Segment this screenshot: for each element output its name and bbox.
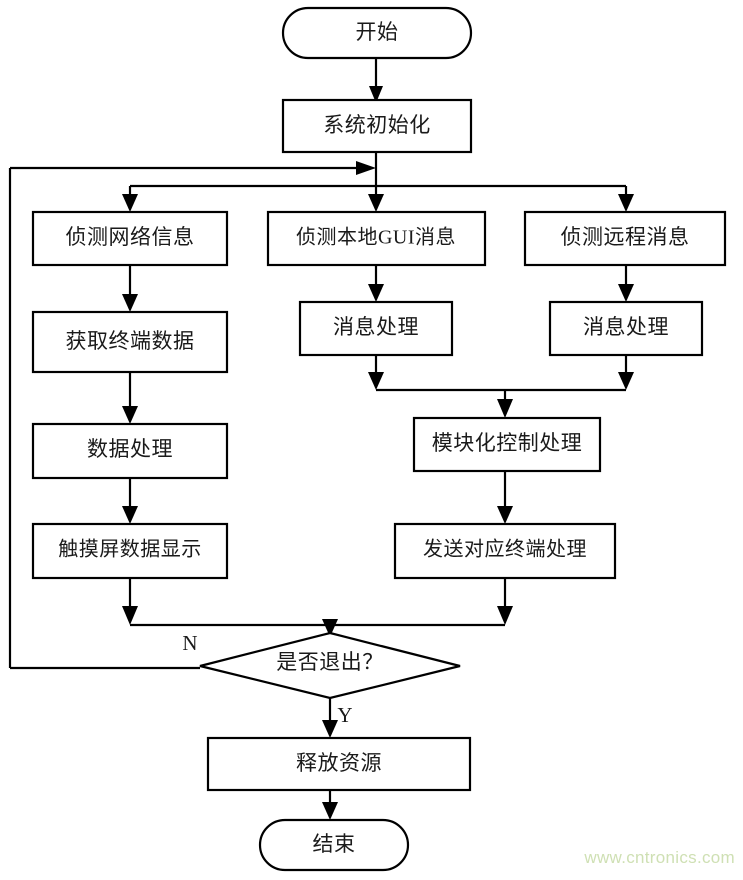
node-detect-network-label: 侦测网络信息	[66, 225, 195, 249]
node-system-init[interactable]: 系统初始化	[281, 98, 473, 154]
node-send-terminal-label: 发送对应终端处理	[423, 538, 587, 561]
edge-loopback-entry-arrow	[10, 161, 376, 175]
edge-module-control-to-send-terminal	[497, 471, 513, 524]
node-data-process-label: 数据处理	[87, 437, 173, 461]
edge-touch-display-to-bottom-merge	[122, 578, 138, 625]
node-end-label: 结束	[313, 832, 356, 856]
node-decision-exit[interactable]: 是否退出？	[199, 631, 461, 700]
watermark: www.cntronics.com	[584, 848, 735, 867]
node-touch-display-label: 触摸屏数据显示	[58, 538, 202, 561]
edge-bottom-merge-bar	[130, 619, 505, 637]
edge-loopback-rail	[8, 168, 200, 670]
edge-decision-to-release	[322, 698, 338, 738]
node-start[interactable]: 开始	[281, 6, 473, 60]
edge-terminal-data-to-data-process	[122, 372, 138, 424]
node-msg-process-gui-label: 消息处理	[333, 315, 419, 339]
edge-label-yes: Y	[337, 703, 352, 727]
node-detect-remote[interactable]: 侦测远程消息	[523, 210, 727, 267]
node-release-resources[interactable]: 释放资源	[206, 736, 472, 792]
edge-trunk-to-detect-gui	[368, 186, 384, 212]
edge-gui-to-msg-process	[368, 265, 384, 302]
node-end[interactable]: 结束	[258, 818, 410, 872]
node-get-terminal-data[interactable]: 获取终端数据	[31, 310, 229, 374]
edge-label-no: N	[182, 631, 197, 655]
edge-trunk-to-detect-remote	[618, 186, 634, 212]
edge-data-process-to-touch-display	[122, 478, 138, 524]
node-msg-process-remote-label: 消息处理	[583, 315, 669, 339]
edge-remote-to-msg-process	[618, 265, 634, 302]
node-decision-exit-label: 是否退出？	[276, 650, 384, 674]
node-data-process[interactable]: 数据处理	[31, 422, 229, 480]
node-detect-gui-label: 侦测本地GUI消息	[296, 226, 456, 249]
edge-start-to-init	[369, 58, 383, 103]
node-detect-remote-label: 侦测远程消息	[561, 225, 690, 249]
node-module-control[interactable]: 模块化控制处理	[412, 416, 602, 473]
edge-message-merge-bar	[376, 388, 626, 418]
node-send-terminal[interactable]: 发送对应终端处理	[393, 522, 617, 580]
edge-release-to-end	[322, 790, 338, 820]
edge-network-to-terminal-data	[122, 265, 138, 312]
edge-gui-msg-to-merge	[368, 355, 384, 390]
edge-send-terminal-to-bottom-merge	[497, 578, 513, 625]
node-system-init-label: 系统初始化	[323, 113, 431, 137]
edge-remote-msg-to-merge	[618, 355, 634, 390]
node-release-resources-label: 释放资源	[296, 751, 382, 775]
node-module-control-label: 模块化控制处理	[432, 431, 583, 455]
node-detect-network[interactable]: 侦测网络信息	[31, 210, 229, 267]
node-detect-gui[interactable]: 侦测本地GUI消息	[266, 210, 487, 267]
node-msg-process-remote[interactable]: 消息处理	[548, 300, 704, 357]
node-msg-process-gui[interactable]: 消息处理	[298, 300, 454, 357]
edge-trunk-to-detect-network	[122, 186, 138, 212]
node-get-terminal-data-label: 获取终端数据	[66, 329, 195, 353]
node-touch-display[interactable]: 触摸屏数据显示	[31, 522, 229, 580]
node-start-label: 开始	[356, 20, 399, 44]
